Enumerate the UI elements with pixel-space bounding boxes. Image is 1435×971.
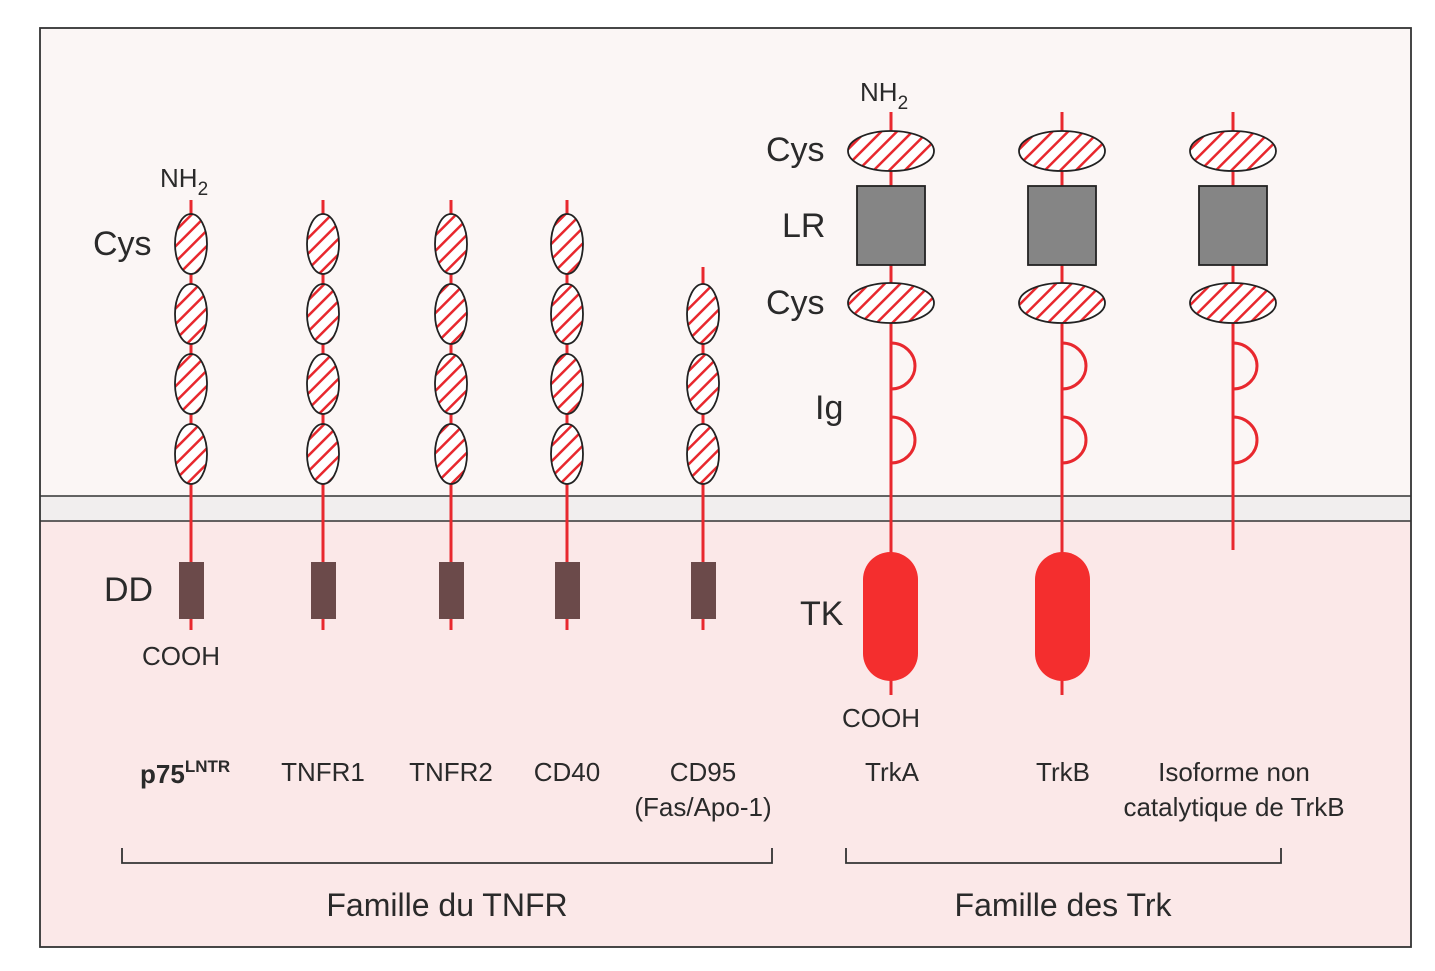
tnfr2-cys-domain-4: [434, 423, 468, 485]
tk-label: TK: [800, 595, 844, 633]
receptor-name-trkb-isoform-line1: Isoforme non: [1158, 757, 1310, 787]
p75-cys-domain-4: [174, 423, 208, 485]
trkb-isoform-cys-domain-2: [1189, 282, 1277, 324]
trka-cys-domain-2: [847, 282, 935, 324]
figure-frame: [39, 27, 1412, 948]
receptor-cd95: [686, 267, 720, 630]
trkb-cys-domain-2: [1018, 282, 1106, 324]
cd40-cys-domain-4: [550, 423, 584, 485]
tnfr1-cys-domain-2: [306, 283, 340, 345]
tnfr-nh2-label: NH2: [160, 163, 208, 200]
trka-tyrosine-kinase-domain: [863, 552, 918, 681]
tnfr-cys-label: Cys: [93, 225, 152, 263]
tnfr2-death-domain: [439, 562, 464, 619]
trka-leucine-rich-domain: [856, 185, 926, 266]
tnfr1-cys-domain-3: [306, 353, 340, 415]
cd95-cys-domain-3: [686, 423, 720, 485]
trkb-tyrosine-kinase-domain: [1035, 552, 1090, 681]
receptor-tnfr2: [434, 200, 468, 630]
receptor-name-trka: TrkA: [865, 757, 920, 787]
plasma-membrane: [40, 496, 1411, 521]
receptor-name-p75: p75LNTR: [140, 757, 230, 789]
cd95-death-domain: [691, 562, 716, 619]
trkb-isoform-leucine-rich-domain: [1198, 185, 1268, 266]
trka-cys-domain-1: [847, 130, 935, 172]
tnfr-cooh-label: COOH: [142, 641, 220, 671]
dd-label: DD: [104, 571, 153, 609]
trka-ig-domain-2: [890, 415, 917, 465]
receptor-tnfr1: [306, 200, 340, 630]
tnfr-family-bracket: [121, 848, 773, 864]
trkb-ig-domain-1: [1061, 341, 1088, 391]
tnfr1-cys-domain-1: [306, 213, 340, 275]
receptor-name-cd40: CD40: [534, 757, 600, 787]
tnfr-family-label: Famille du TNFR: [326, 887, 567, 923]
receptor-name-cd95-alias: (Fas/Apo-1): [634, 792, 771, 822]
trkb-isoform-cys-domain-1: [1189, 130, 1277, 172]
extracellular-space: [40, 28, 1411, 496]
tnfr1-death-domain: [311, 562, 336, 619]
receptor-p75: [174, 200, 208, 630]
p75-cys-domain-3: [174, 353, 208, 415]
p75-cys-domain-1: [174, 213, 208, 275]
trkb-isoform-ig-domain-1: [1232, 341, 1259, 391]
p75-death-domain: [179, 562, 204, 619]
tnfr2-cys-domain-2: [434, 283, 468, 345]
receptor-name-trkb-isoform-line2: catalytique de TrkB: [1123, 792, 1344, 822]
tnfr1-cys-domain-4: [306, 423, 340, 485]
trk-family-bracket: [845, 848, 1282, 864]
receptor-name-tnfr2: TNFR2: [409, 757, 493, 787]
trkb-leucine-rich-domain: [1027, 185, 1097, 266]
cd40-cys-domain-2: [550, 283, 584, 345]
trkb-isoform-ig-domain-2: [1232, 415, 1259, 465]
intracellular-space: [40, 521, 1411, 947]
trkb-cys-domain-1: [1018, 130, 1106, 172]
trkb-ig-domain-2: [1061, 415, 1088, 465]
cd40-cys-domain-3: [550, 353, 584, 415]
trka-ig-domain-1: [890, 341, 917, 391]
p75-cys-domain-2: [174, 283, 208, 345]
trk-nh2-label: NH2: [860, 77, 908, 114]
cd40-death-domain: [555, 562, 580, 619]
receptor-name-trkb: TrkB: [1036, 757, 1090, 787]
tnfr2-cys-domain-1: [434, 213, 468, 275]
trk-cooh-label: COOH: [842, 703, 920, 733]
trk-cys-label-1: Cys: [766, 131, 825, 169]
receptor-trka: [847, 112, 935, 695]
trk-cys-label-2: Cys: [766, 284, 825, 322]
tnfr2-cys-domain-3: [434, 353, 468, 415]
trk-family-label: Famille des Trk: [955, 887, 1173, 923]
receptor-trkb: [1018, 112, 1106, 695]
lr-label: LR: [782, 207, 825, 245]
cd95-cys-domain-1: [686, 283, 720, 345]
ig-label: Ig: [815, 389, 843, 427]
receptor-trkb-isoform: [1189, 112, 1277, 550]
receptor-name-cd95: CD95: [670, 757, 736, 787]
receptor-name-tnfr1: TNFR1: [281, 757, 365, 787]
receptor-cd40: [550, 200, 584, 630]
cd40-cys-domain-1: [550, 213, 584, 275]
cd95-cys-domain-2: [686, 353, 720, 415]
